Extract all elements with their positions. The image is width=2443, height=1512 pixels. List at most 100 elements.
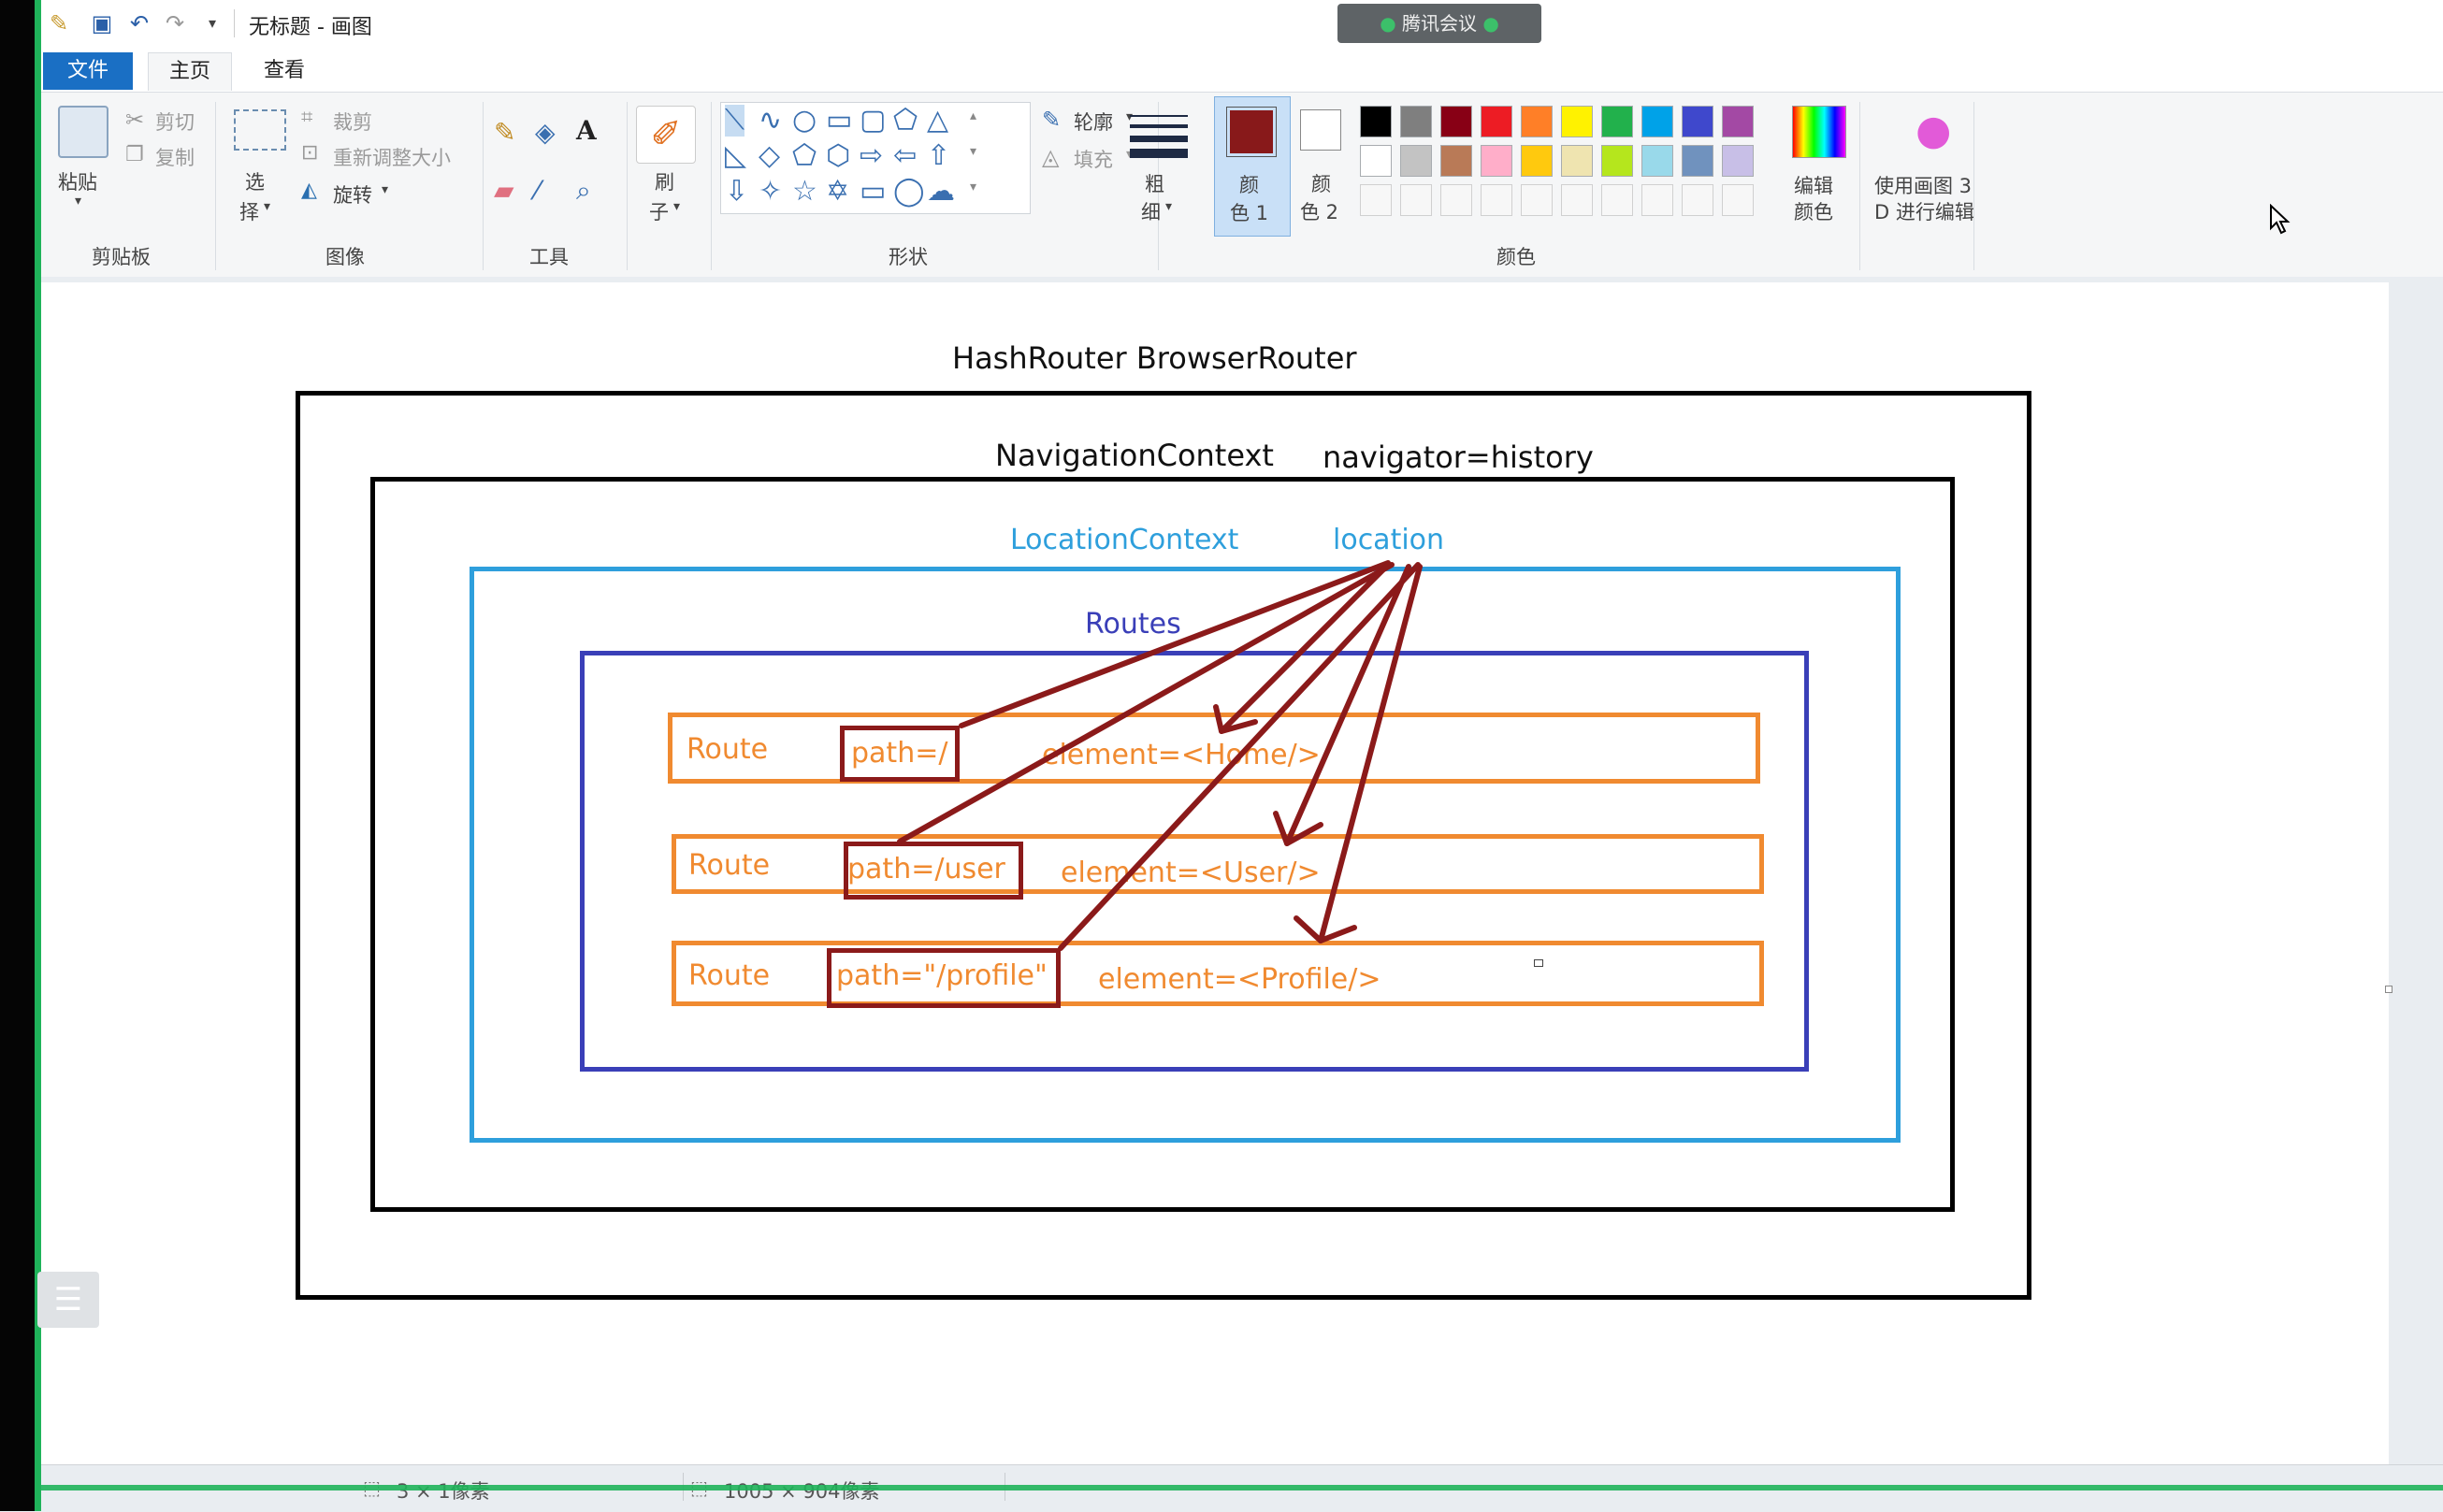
palette-swatch[interactable] — [1440, 106, 1472, 137]
palette-empty-swatch[interactable] — [1400, 184, 1432, 216]
oval-callout-shape-icon[interactable]: ◯ — [893, 175, 925, 208]
rotate-dropdown-icon[interactable]: ▾ — [382, 182, 389, 197]
palette-empty-swatch[interactable] — [1521, 184, 1553, 216]
save-icon[interactable]: ▣ — [91, 10, 113, 36]
brush-icon[interactable]: ✐ — [636, 106, 696, 164]
palette-swatch[interactable] — [1400, 106, 1432, 137]
shapes-scroll-down-icon[interactable]: ▾ — [970, 144, 977, 159]
down-arrow-shape-icon[interactable]: ⇩ — [725, 175, 749, 208]
curve-shape-icon[interactable]: ∿ — [759, 104, 783, 137]
palette-swatch[interactable] — [1481, 106, 1512, 137]
four-point-star-shape-icon[interactable]: ✧ — [759, 175, 783, 208]
meeting-badge[interactable]: ● 腾讯会议 ● — [1337, 4, 1541, 43]
select-dropdown-icon[interactable]: ▾ — [264, 199, 271, 214]
five-point-star-shape-icon[interactable]: ☆ — [792, 175, 817, 208]
right-arrow-shape-icon[interactable]: ⇨ — [860, 139, 884, 172]
rounded-rectangle-shape-icon[interactable]: ▢ — [860, 104, 887, 137]
brush-button-line1[interactable]: 刷 — [655, 171, 674, 194]
palette-empty-swatch[interactable] — [1481, 184, 1512, 216]
palette-empty-swatch[interactable] — [1682, 184, 1713, 216]
cut-button[interactable]: 剪切 — [155, 111, 195, 134]
tab-home[interactable]: 主页 — [148, 52, 233, 91]
eraser-icon[interactable]: ▰ — [494, 175, 514, 206]
drawing-canvas[interactable]: HashRouter BrowserRouter NavigationConte… — [41, 282, 2392, 1464]
resize-button[interactable]: 重新调整大小 — [333, 147, 451, 169]
shapes-scroll-up-icon[interactable]: ▴ — [970, 108, 977, 123]
brush-button-line2[interactable]: 子 — [649, 201, 669, 223]
palette-swatch[interactable] — [1722, 145, 1754, 177]
palette-swatch[interactable] — [1641, 145, 1673, 177]
palette-swatch[interactable] — [1722, 106, 1754, 137]
oval-shape-icon[interactable]: ○ — [792, 104, 817, 137]
outline-icon[interactable]: ✎ — [1042, 107, 1062, 133]
palette-empty-swatch[interactable] — [1440, 184, 1472, 216]
rect-callout-shape-icon[interactable]: ▭ — [860, 175, 887, 208]
fill-icon[interactable]: ◬ — [1042, 144, 1060, 170]
select-icon[interactable] — [234, 109, 286, 151]
redo-icon[interactable]: ↷ — [165, 10, 185, 36]
palette-swatch[interactable] — [1360, 145, 1392, 177]
select-button-line1[interactable]: 选 — [245, 171, 265, 194]
line-shape-icon[interactable]: ⟍ — [725, 104, 744, 137]
palette-swatch[interactable] — [1360, 106, 1392, 137]
undo-icon[interactable]: ↶ — [129, 10, 150, 36]
crop-icon[interactable]: ⌗ — [301, 106, 313, 129]
color1-button[interactable]: 颜 色 1 — [1214, 96, 1291, 237]
brush-dropdown-icon[interactable]: ▾ — [673, 199, 681, 214]
magnifier-icon[interactable]: ⌕ — [576, 175, 591, 206]
palette-swatch[interactable] — [1440, 145, 1472, 177]
hexagon-shape-icon[interactable]: ⬡ — [826, 139, 851, 172]
paste-icon[interactable] — [58, 106, 108, 158]
cloud-callout-shape-icon[interactable]: ☁ — [927, 175, 955, 208]
diamond-shape-icon[interactable]: ◇ — [759, 139, 781, 172]
palette-swatch[interactable] — [1521, 106, 1553, 137]
six-point-star-shape-icon[interactable]: ✡ — [826, 175, 850, 208]
palette-empty-swatch[interactable] — [1601, 184, 1633, 216]
right-triangle-shape-icon[interactable]: ◺ — [725, 139, 747, 172]
canvas-resize-handle[interactable] — [2385, 986, 2392, 993]
resize-icon[interactable]: ⊡ — [301, 141, 319, 165]
fill-button[interactable]: 填充 — [1074, 149, 1113, 171]
up-arrow-shape-icon[interactable]: ⇧ — [927, 139, 951, 172]
rectangle-shape-icon[interactable]: ▭ — [826, 104, 853, 137]
palette-empty-swatch[interactable] — [1722, 184, 1754, 216]
size-button-line2[interactable]: 细 — [1141, 201, 1161, 223]
paste-button[interactable]: 粘贴 — [58, 171, 97, 194]
palette-swatch[interactable] — [1561, 145, 1593, 177]
copy-button[interactable]: 复制 — [155, 147, 195, 169]
palette-swatch[interactable] — [1481, 145, 1512, 177]
palette-swatch[interactable] — [1601, 145, 1633, 177]
palette-swatch[interactable] — [1682, 145, 1713, 177]
size-dropdown-icon[interactable]: ▾ — [1165, 199, 1173, 214]
palette-swatch[interactable] — [1521, 145, 1553, 177]
customize-quick-access-icon[interactable]: ▾ — [208, 14, 217, 32]
text-tool-icon[interactable]: A — [576, 115, 597, 146]
polygon-shape-icon[interactable]: ⬠ — [893, 104, 918, 137]
palette-swatch[interactable] — [1601, 106, 1633, 137]
palette-empty-swatch[interactable] — [1641, 184, 1673, 216]
rotate-icon[interactable]: ◭ — [301, 179, 317, 202]
copy-icon[interactable]: ❐ — [125, 143, 144, 166]
fill-bucket-icon[interactable]: ◈ — [535, 117, 556, 148]
pentagon-shape-icon[interactable]: ⬠ — [792, 139, 817, 172]
crop-button[interactable]: 裁剪 — [333, 111, 372, 134]
fill-dropdown-icon[interactable]: ▾ — [1126, 147, 1133, 162]
palette-empty-swatch[interactable] — [1561, 184, 1593, 216]
size-icon[interactable] — [1130, 111, 1188, 162]
color-picker-icon[interactable]: ⁄ — [535, 175, 540, 206]
rotate-button[interactable]: 旋转 — [333, 184, 372, 207]
tab-file[interactable]: 文件 — [43, 52, 133, 90]
palette-swatch[interactable] — [1641, 106, 1673, 137]
shapes-expand-icon[interactable]: ▾ — [970, 180, 977, 194]
palette-swatch[interactable] — [1400, 145, 1432, 177]
floating-list-button[interactable]: ☰ — [37, 1272, 99, 1328]
cut-icon[interactable]: ✂ — [125, 107, 145, 133]
outline-button[interactable]: 轮廓 — [1074, 111, 1113, 134]
tab-view[interactable]: 查看 — [264, 59, 306, 82]
left-arrow-shape-icon[interactable]: ⇦ — [893, 139, 918, 172]
select-button-line2[interactable]: 择 — [239, 201, 259, 223]
size-button-line1[interactable]: 粗 — [1145, 173, 1164, 195]
outline-dropdown-icon[interactable]: ▾ — [1126, 109, 1134, 124]
palette-swatch[interactable] — [1682, 106, 1713, 137]
triangle-shape-icon[interactable]: △ — [927, 104, 949, 137]
